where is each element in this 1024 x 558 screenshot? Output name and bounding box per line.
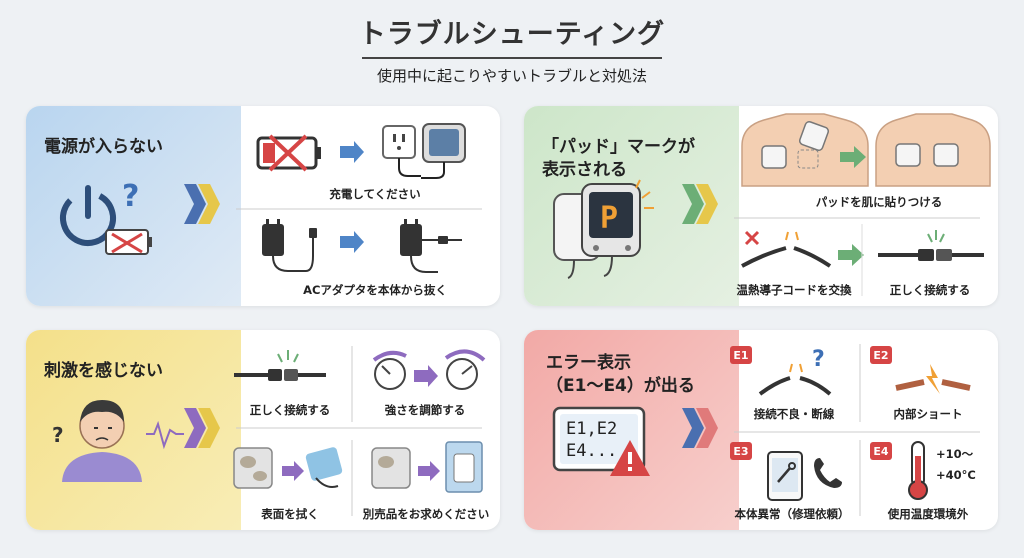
caption-charge: 充電してください bbox=[329, 187, 421, 201]
svg-text:?: ? bbox=[122, 179, 139, 214]
error-label-e3: 本体異常（修理依頼） bbox=[734, 507, 850, 521]
temp-range-low: +40°C bbox=[936, 468, 976, 482]
error-badge-e2: E2 bbox=[873, 349, 889, 362]
error-display-line-2: E4... bbox=[566, 441, 617, 461]
card-pad-mark: 「パッド」マークが 表示される P bbox=[524, 106, 998, 306]
caption-connect-correctly: 正しく接続する bbox=[889, 283, 971, 297]
arrow-right-icon bbox=[340, 141, 364, 163]
caption-apply-pad: パッドを肌に貼りつける bbox=[815, 195, 943, 209]
card-title: 「パッド」マークが 表示される bbox=[542, 137, 695, 180]
caption-replace-cord: 温熱導子コードを交換 bbox=[736, 283, 852, 297]
card-no-stimulation-header: 刺激を感じない ? bbox=[26, 330, 241, 530]
page-title: トラブルシューティング bbox=[358, 19, 666, 50]
card-title: 刺激を感じない bbox=[44, 361, 163, 381]
error-label-e4: 使用温度環境外 bbox=[887, 507, 969, 521]
svg-text:?: ? bbox=[52, 423, 64, 447]
title-underline bbox=[362, 57, 662, 59]
card-error-illustrations: ? bbox=[682, 344, 980, 516]
caption-connect-correctly: 正しく接続する bbox=[249, 403, 331, 417]
error-label-e1: 接続不良・断線 bbox=[753, 407, 835, 421]
device-display-icon: P bbox=[553, 179, 654, 279]
error-badge-e3: E3 bbox=[733, 445, 749, 458]
card-error-display: エラー表示 （E1〜E4）が出る E1,E2 E4... ? bbox=[524, 330, 998, 530]
chevron-icon bbox=[184, 184, 206, 224]
caption-unplug-adapter: ACアダプタを本体から抜く bbox=[303, 283, 447, 297]
power-battery-icon: ? bbox=[60, 179, 152, 255]
card-no-power: 電源が入らない ? bbox=[26, 106, 500, 306]
card-no-stimulation-illustrations bbox=[184, 346, 486, 516]
error-badge-e1: E1 bbox=[733, 349, 749, 362]
card-pad-illustrations bbox=[682, 113, 991, 296]
pad-display-char: P bbox=[600, 201, 618, 236]
card-title: 電源が入らない bbox=[44, 137, 163, 157]
card-no-power-illustrations bbox=[184, 123, 482, 273]
error-display-line-1: E1,E2 bbox=[566, 419, 617, 439]
page-subtitle: 使用中に起こりやすいトラブルと対処法 bbox=[376, 67, 647, 85]
card-pad-mark-header: 「パッド」マークが 表示される P bbox=[524, 106, 739, 306]
temp-range-high: +10〜 bbox=[936, 447, 974, 461]
error-badge-e4: E4 bbox=[873, 445, 889, 458]
card-error-display-header: エラー表示 （E1〜E4）が出る E1,E2 E4... bbox=[524, 330, 739, 530]
error-label-e2: 内部ショート bbox=[893, 407, 963, 421]
caption-adjust-intensity: 強さを調節する bbox=[384, 403, 466, 417]
header: トラブルシューティング 使用中に起こりやすいトラブルと対処法 bbox=[0, 12, 1024, 86]
card-no-power-header: 電源が入らない ? bbox=[26, 106, 241, 306]
card-no-stimulation: 刺激を感じない ? bbox=[26, 330, 500, 530]
error-display-icon: E1,E2 E4... bbox=[552, 406, 650, 476]
caption-buy-replacement: 別売品をお求めください bbox=[362, 507, 490, 521]
caption-wipe-surface: 表面を拭く bbox=[261, 507, 319, 521]
confused-person-icon: ? bbox=[52, 400, 184, 482]
card-title: エラー表示 （E1〜E4）が出る bbox=[546, 353, 695, 396]
svg-text:?: ? bbox=[812, 347, 825, 372]
